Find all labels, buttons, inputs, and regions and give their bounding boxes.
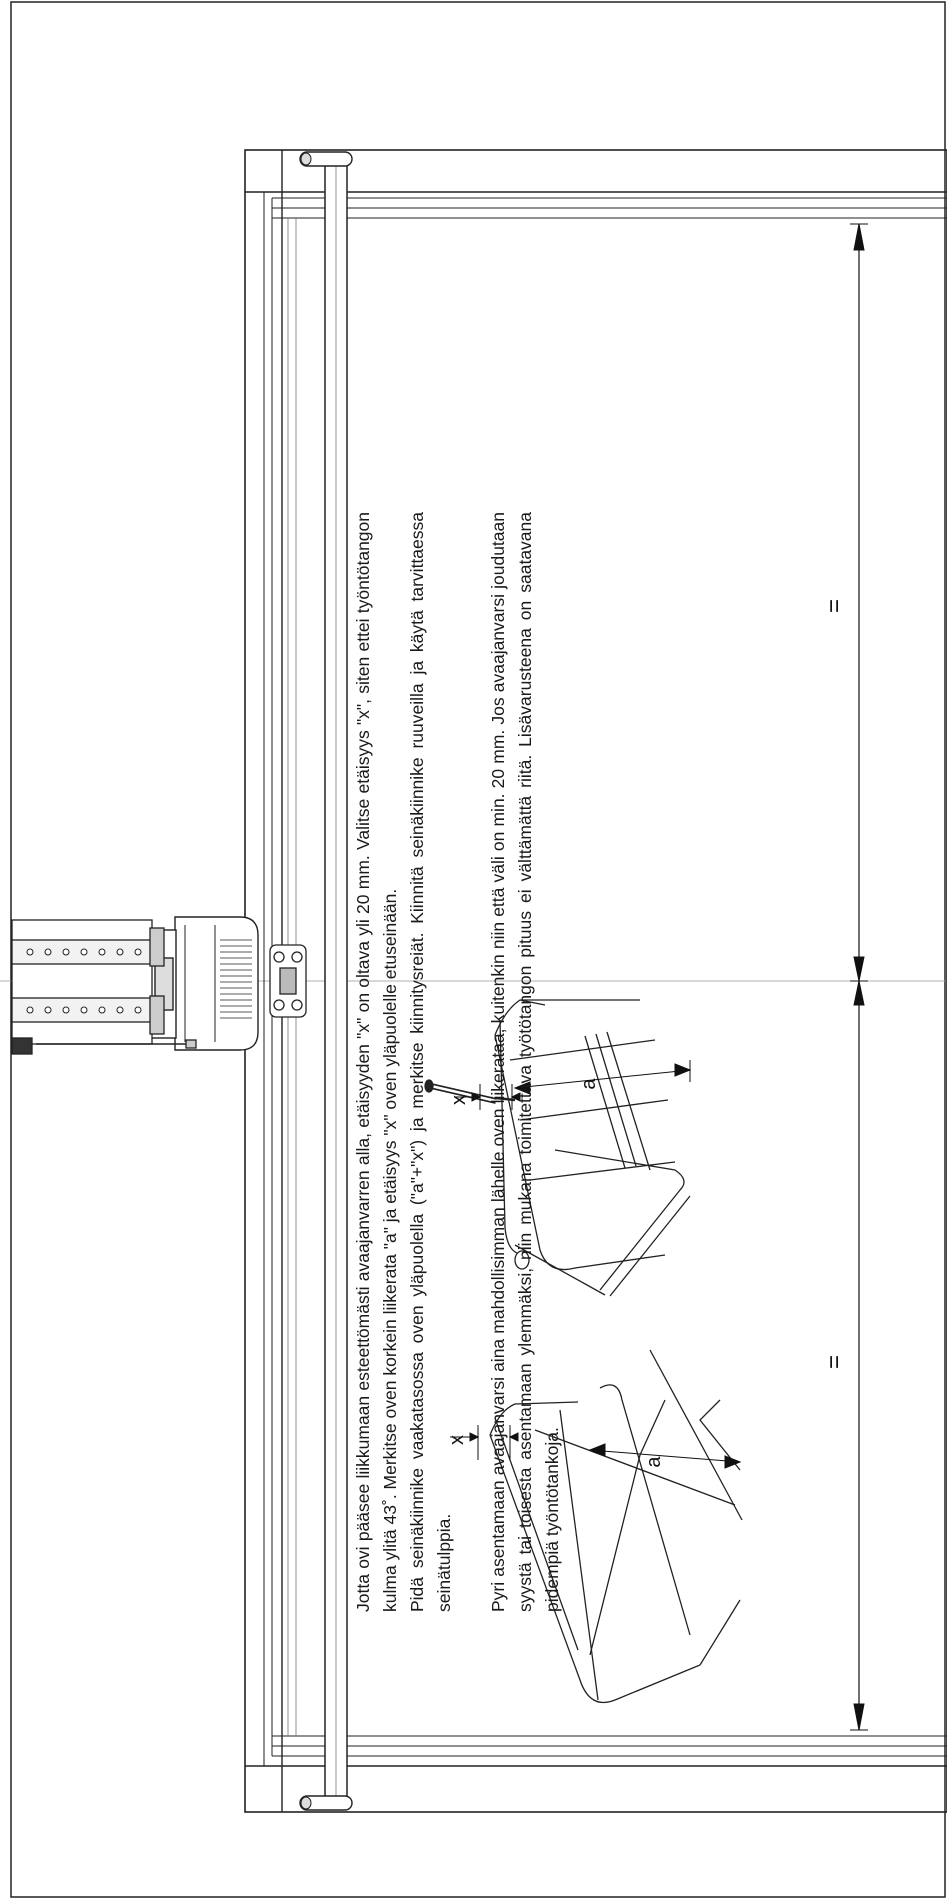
right-dimension-marks — [456, 1060, 692, 1110]
a-dimension-arrow — [513, 1081, 531, 1095]
plate-hole — [134, 1006, 142, 1014]
bracket-screw — [273, 999, 285, 1011]
bracket-screw — [291, 951, 303, 963]
plate-hole — [26, 1006, 34, 1014]
door-sash — [584, 1031, 651, 1171]
motor-cover — [174, 916, 259, 1051]
dimension-arrow — [853, 223, 865, 251]
dimension-arrow — [853, 1703, 865, 1731]
plate-hole — [98, 948, 106, 956]
door-sash — [494, 999, 666, 1271]
equal-sign-lower: = — [821, 1355, 848, 1369]
a-dimension-arrow — [674, 1063, 692, 1077]
door-sash — [534, 1429, 736, 1506]
door-roller — [514, 1250, 530, 1270]
plate-hole — [26, 948, 34, 956]
a-dimension-line — [514, 1069, 691, 1089]
cable-plug — [185, 1039, 197, 1049]
plate-hole — [98, 1006, 106, 1014]
door-sash — [489, 1434, 701, 1704]
door-sash — [559, 1384, 691, 1701]
door-sash — [489, 1401, 579, 1436]
opener-arm-rail — [299, 151, 353, 1811]
bracket-clamp — [149, 927, 165, 967]
door-sash — [589, 1399, 666, 1656]
a-label-right: a — [578, 1078, 600, 1090]
door-illustration-left — [489, 1349, 743, 1704]
door-sash — [609, 1195, 691, 1297]
dimension-arrow — [853, 956, 865, 982]
plate-hole — [80, 948, 88, 956]
instruction-paragraph-1: Jotta ovi pääsee liikkumaan esteettömäst… — [353, 512, 400, 1612]
door-sash — [699, 1399, 741, 1666]
wall-plate-holes — [26, 948, 142, 1014]
x-mark-arrow — [469, 1432, 480, 1442]
motor-vents — [220, 939, 252, 1019]
door-sash — [514, 1244, 606, 1296]
plate-hole — [116, 948, 124, 956]
x-mark-arrow — [508, 1432, 519, 1442]
rail-end-cap — [300, 1796, 312, 1810]
rail-end-cap — [299, 1795, 353, 1811]
rail-bracket — [269, 944, 307, 1018]
opener-cylinder — [430, 1084, 497, 1103]
door-sash — [649, 1349, 743, 1521]
plate-hole — [44, 948, 52, 956]
instruction-paragraph-2: Pidä seinäkiinnike vaakatasossa oven ylä… — [407, 512, 454, 1612]
plate-tab — [11, 1037, 33, 1055]
a-dimension-arrow — [588, 1443, 606, 1457]
plate-hole — [134, 948, 142, 956]
plate-hole — [62, 948, 70, 956]
x-label-right: x — [448, 1095, 470, 1105]
a-label-left: a — [643, 1456, 665, 1468]
cylinder-end — [424, 1079, 434, 1093]
equal-sign-upper: = — [821, 599, 848, 613]
bracket-screw — [273, 951, 285, 963]
instruction-text: Jotta ovi pääsee liikkumaan esteettömäst… — [350, 512, 690, 1612]
a-dimension-arrow — [724, 1455, 742, 1469]
rail-end-cap — [299, 151, 353, 167]
plate-hole — [116, 1006, 124, 1014]
bracket-hub — [279, 967, 297, 995]
wall-bracket — [11, 919, 197, 1055]
dimension-arrow — [853, 980, 865, 1006]
sheet-border — [10, 1, 946, 1898]
plate-hole — [44, 1006, 52, 1014]
left-dimension-marks — [450, 1425, 742, 1469]
instruction-paragraph-3: Pyri asentamaan avaajanvarsi aina mahdol… — [488, 512, 562, 1612]
plate-hole — [80, 1006, 88, 1014]
door-sash — [509, 1039, 676, 1181]
bracket-clamp — [149, 995, 165, 1035]
bracket-screw — [291, 999, 303, 1011]
door-sash — [554, 1149, 685, 1291]
a-dimension-line — [589, 1449, 741, 1463]
door-sash — [494, 1417, 579, 1651]
door-illustration-right — [424, 999, 691, 1297]
x-label-left: x — [446, 1435, 468, 1445]
dimension-line — [850, 223, 868, 1731]
wall-plate — [11, 919, 153, 1045]
x-mark-arrow — [510, 1092, 521, 1102]
plate-hole — [62, 1006, 70, 1014]
rail-end-cap — [300, 152, 312, 166]
